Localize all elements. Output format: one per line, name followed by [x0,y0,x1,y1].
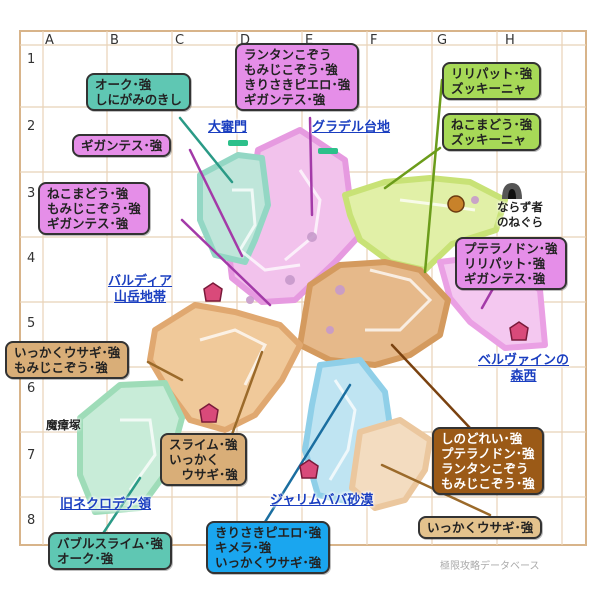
label-naraduzu: ならず者 のねぐら [497,200,543,229]
col-label-e: E [305,33,313,48]
row-label-8: 8 [27,513,35,528]
row-label-1: 1 [27,52,35,67]
pointer-line-c4 [383,146,442,190]
region-sand-southeast[interactable] [349,417,433,511]
pointer-line-c11 [98,476,142,540]
caption-c13: いっかくウサギ･強 [418,516,543,539]
caption-c3: リリパット･強 ズッキーニャ [442,62,542,100]
row-label-3: 3 [27,186,35,201]
pointer-line-c3 [423,78,444,274]
caption-c8: いっかくウサギ･強 もみじこぞう･強 [5,341,130,379]
pointer-line-c8 [146,360,184,382]
row-label-2: 2 [27,119,35,134]
watermark: 極限攻略データベース [440,561,540,572]
pointer-line-c5 [188,148,244,258]
pointer-line-c10 [390,343,472,430]
caption-c4: ねこまどう･強 ズッキーニャ [442,113,542,151]
col-label-f: F [370,33,377,48]
col-label-b: B [110,33,119,48]
row-label-6: 6 [27,381,35,396]
caption-c10: しのどれい･強 プテラノドン･強 ランタンこぞう もみじこぞう･強 [432,427,544,495]
caption-c5: ギガンテス･強 [72,134,172,157]
gate-marker-guradel[interactable] [318,148,338,154]
place-guradel[interactable]: グラデル台地 [312,120,391,135]
place-taishinmon[interactable]: 大審門 [208,120,248,135]
col-label-g: G [437,33,447,48]
npc-icon-northeast [447,195,465,213]
pointer-line-c9 [228,350,264,442]
region-teal-northwest[interactable] [197,152,271,265]
row-label-7: 7 [27,448,35,463]
col-label-a: A [45,33,54,48]
caption-c9: スライム･強 いっかく ウサギ･強 [160,433,247,486]
col-label-d: D [240,33,250,48]
place-baldia[interactable]: バルディア 山岳地帯 [108,274,173,305]
col-label-h: H [505,33,515,48]
boss-icon-jarimubaba [299,459,319,479]
caption-c11: バブルスライム･強 オーク･強 [48,532,173,570]
caption-c7: プテラノドン･強 リリパット･強 ギガンテス･強 [455,237,567,290]
boss-icon-west [199,403,219,423]
boss-icon-belvain [509,321,529,341]
caption-c6: ねこまどう･強 もみじこぞう･強 ギガンテス･強 [38,182,150,235]
caption-c1: オーク･強 しにがみのきし [86,73,191,111]
pointer-line-c1 [178,116,234,184]
col-label-c: C [175,33,184,48]
caption-c2: ランタンこぞう もみじこぞう･強 きりさきピエロ･強 ギガンテス･強 [235,43,360,111]
pointer-line-c2 [308,116,314,217]
place-belvain[interactable]: ベルヴァインの 森西 [478,353,570,384]
place-old-necro[interactable]: 旧ネクロデア領 [60,497,152,512]
row-label-4: 4 [27,251,35,266]
pointer-line-c6 [180,218,272,307]
gate-marker-taishinmon[interactable] [228,140,248,146]
boss-icon-baldia [203,282,223,302]
caption-c12: きりさきピエロ･強 キメラ･強 いっかくウサギ･強 [206,521,331,574]
pointer-line-c12 [263,383,352,524]
place-jarimubaba[interactable]: ジャリムババ砂漠 [270,493,374,508]
cave-icon[interactable] [502,183,522,199]
label-mashozuka: 魔瘴塚 [46,418,81,432]
row-label-5: 5 [27,316,35,331]
